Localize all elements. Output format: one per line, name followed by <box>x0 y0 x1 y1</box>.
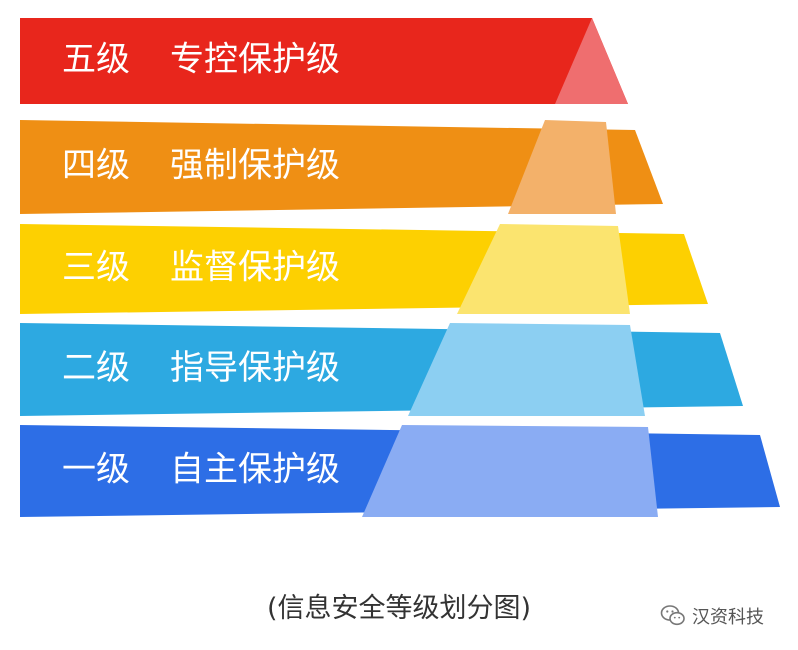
level-name-5: 专控保护级 <box>170 40 340 80</box>
level-number-5: 五级 <box>62 40 130 80</box>
level-name-1: 自主保护级 <box>170 450 340 490</box>
level-number-2: 二级 <box>62 348 130 388</box>
level-face-2 <box>408 323 645 416</box>
level-face-4 <box>508 120 616 214</box>
level-name-3: 监督保护级 <box>170 248 340 288</box>
diagram-caption: (信息安全等级划分图) <box>266 593 532 624</box>
level-name-2: 指导保护级 <box>170 348 340 388</box>
level-band-4 <box>20 120 663 214</box>
level-number-3: 三级 <box>62 248 130 288</box>
level-face-5 <box>555 18 628 104</box>
level-band-5 <box>20 18 628 104</box>
level-name-4: 强制保护级 <box>170 146 340 186</box>
level-face-3 <box>457 224 630 314</box>
level-number-1: 一级 <box>62 450 130 490</box>
watermark-text: 汉资科技 <box>692 607 764 628</box>
watermark: 汉资科技 <box>660 603 764 629</box>
wechat-icon <box>660 605 685 626</box>
level-number-4: 四级 <box>62 146 130 186</box>
level-face-1 <box>362 425 658 517</box>
